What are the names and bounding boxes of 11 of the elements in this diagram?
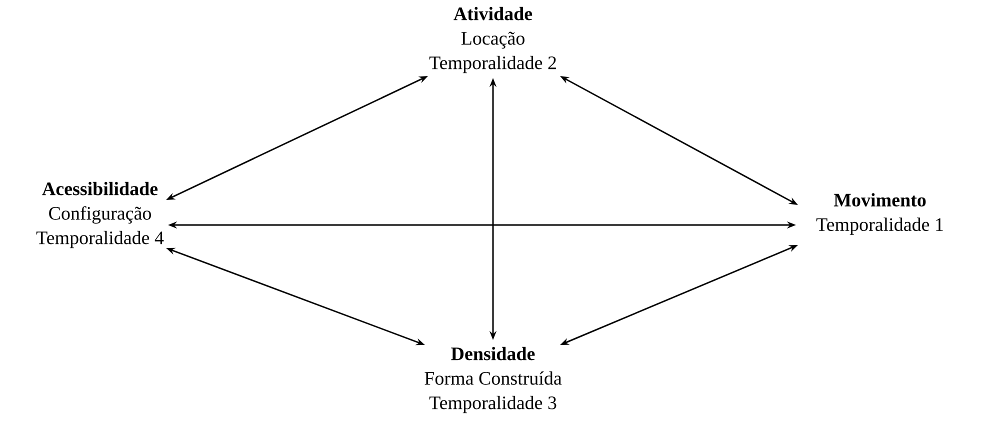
- node-text: Configuração: [49, 206, 151, 224]
- node-text: Temporalidade 1: [816, 218, 943, 235]
- node-heading: Densidade: [451, 346, 535, 360]
- node-heading: Movimento: [834, 193, 926, 207]
- node-text: Locação: [461, 32, 524, 49]
- node-text: Temporalidade 2: [429, 56, 556, 74]
- node-heading: Atividade: [454, 6, 532, 20]
- node-heading: Acessibilidade: [42, 182, 158, 196]
- node-text: Forma Construída: [424, 371, 562, 385]
- node-text: Temporalidade 3: [429, 396, 556, 414]
- node-text: Temporalidade 4: [36, 230, 164, 248]
